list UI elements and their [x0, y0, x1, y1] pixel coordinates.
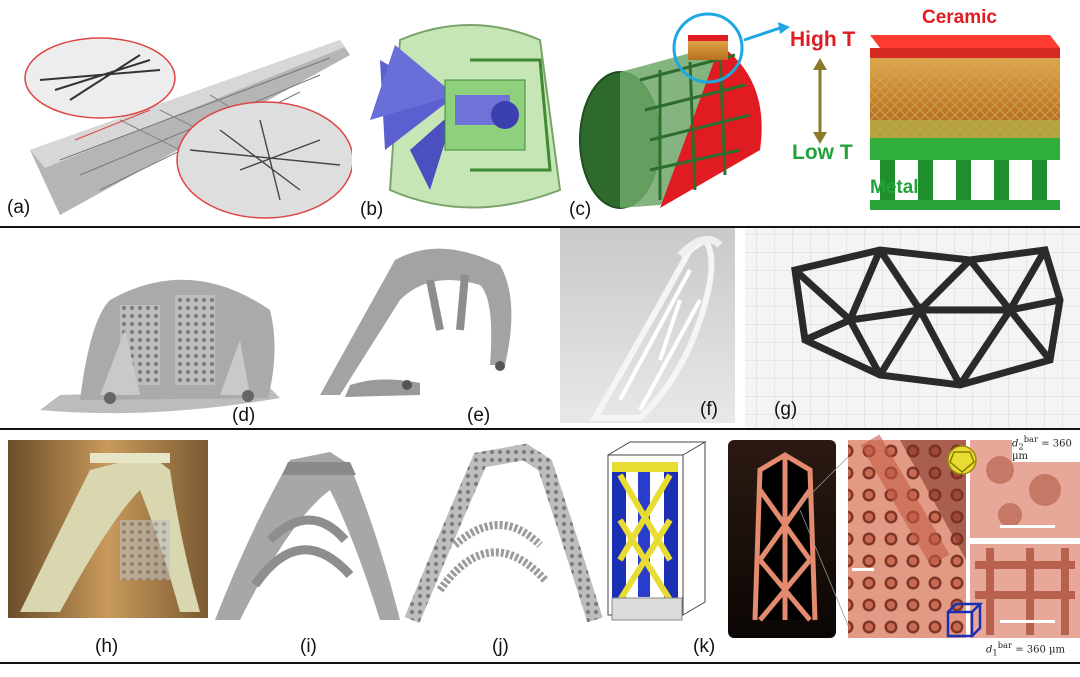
ceramic-label: Ceramic: [922, 7, 997, 28]
panel-a-image: [24, 37, 354, 219]
panel-e-label: (e): [467, 405, 491, 426]
panel-c-label: (c): [569, 199, 592, 220]
d1-value: = 360 µm: [1015, 644, 1065, 656]
panel-f-image: [560, 228, 735, 423]
panel-b-label: (b): [360, 199, 384, 220]
separator-1: [0, 226, 1080, 228]
d2-annotation: d2bar = 360 µm: [1012, 434, 1080, 463]
panel-g-label: (g): [774, 399, 798, 420]
panel-d-label: (d): [232, 405, 256, 426]
panel-g-image: [745, 228, 1080, 428]
separator-2: [0, 428, 1080, 430]
panel-k-label: (k): [693, 636, 716, 657]
low-t-label: Low T: [792, 141, 853, 164]
panel-b-image: [352, 5, 575, 220]
separator-3: [0, 662, 1080, 664]
panel-j-label: (j): [492, 636, 509, 657]
d1-annotation: d1bar = 360 µm: [986, 640, 1065, 658]
panel-h-image: [8, 440, 208, 618]
panel-j-image: [404, 443, 603, 624]
d2-value: = 360 µm: [1012, 438, 1072, 463]
metal-label: Metal: [870, 177, 919, 198]
panel-k-image: [607, 434, 1080, 638]
panel-d-image: [40, 279, 280, 414]
panel-c-image: [579, 12, 1060, 210]
panel-h-label: (h): [95, 636, 119, 657]
panel-f-label: (f): [700, 399, 718, 420]
panel-i-label: (i): [300, 636, 317, 657]
panel-a-label: (a): [7, 197, 31, 218]
panel-e-image: [320, 248, 512, 397]
panel-i-image: [215, 452, 400, 620]
high-t-label: High T: [790, 28, 856, 51]
